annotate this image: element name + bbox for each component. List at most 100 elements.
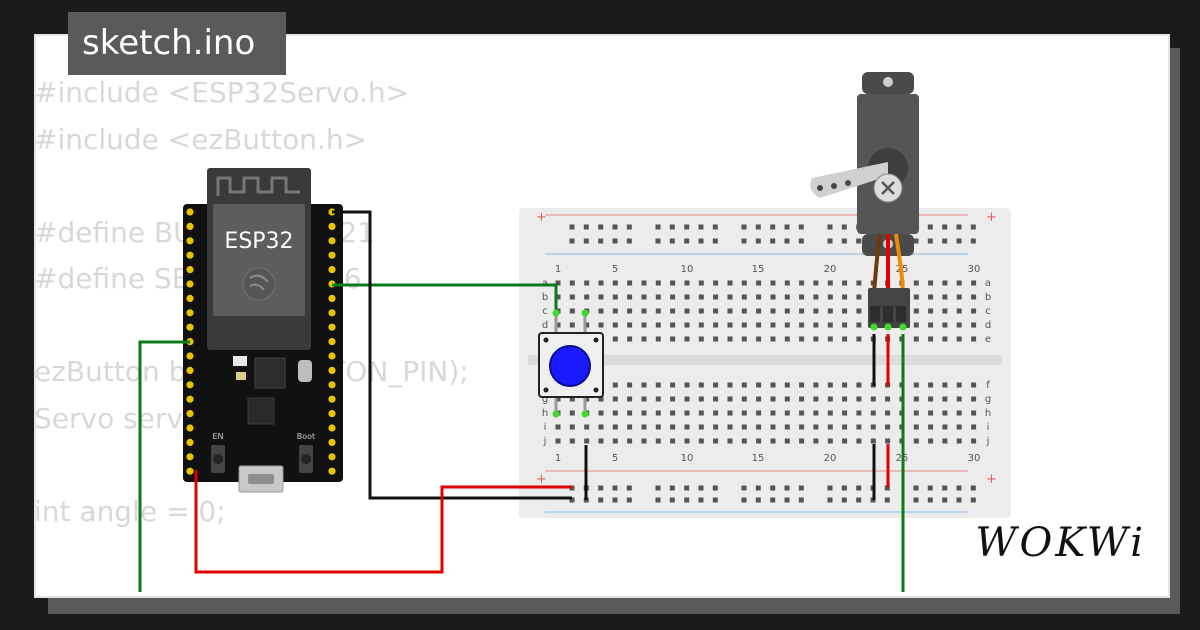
- breadboard-hole: [827, 424, 833, 430]
- breadboard-hole: [655, 322, 661, 328]
- header-pin: [186, 410, 194, 418]
- breadboard-hole: [612, 322, 618, 328]
- breadboard-hole: [713, 396, 719, 402]
- breadboard-hole: [612, 280, 618, 286]
- breadboard-hole: [956, 294, 962, 300]
- column-label: 20: [824, 453, 837, 464]
- breadboard-hole: [885, 396, 891, 402]
- breadboard-hole: [670, 322, 676, 328]
- breadboard-hole: [856, 294, 862, 300]
- breadboard-hole: [770, 322, 776, 328]
- breadboard-hole: [798, 238, 804, 244]
- breadboard-hole: [841, 224, 847, 230]
- breadboard-hole: [927, 497, 933, 503]
- breadboard-hole: [942, 410, 948, 416]
- row-label: g: [542, 394, 548, 405]
- breadboard-hole: [971, 424, 977, 430]
- row-label: b: [542, 292, 548, 303]
- breadboard-hole: [626, 224, 632, 230]
- breadboard-hole: [799, 410, 805, 416]
- esp32-pin-headers: [186, 208, 336, 475]
- breadboard-hole: [612, 308, 618, 314]
- connection-dot: [581, 410, 589, 418]
- row-label: j: [986, 436, 990, 447]
- breadboard-hole: [741, 485, 747, 491]
- breadboard-hole: [942, 497, 948, 503]
- header-pin: [186, 453, 194, 461]
- breadboard-hole: [813, 280, 819, 286]
- breadboard-hole: [971, 336, 977, 342]
- breadboard-hole: [928, 424, 934, 430]
- breadboard-hole: [569, 280, 575, 286]
- breadboard-hole: [627, 438, 633, 444]
- breadboard-hole: [913, 485, 919, 491]
- breadboard-hole: [956, 485, 962, 491]
- breadboard-hole: [584, 438, 590, 444]
- breadboard-hole: [942, 438, 948, 444]
- breadboard-hole: [841, 485, 847, 491]
- en-button-label: EN: [212, 432, 223, 441]
- breadboard-hole: [713, 322, 719, 328]
- breadboard-hole: [655, 497, 661, 503]
- breadboard-hole: [956, 336, 962, 342]
- servo-horn[interactable]: [810, 162, 888, 198]
- breadboard-hole: [655, 396, 661, 402]
- breadboard-hole: [942, 280, 948, 286]
- breadboard-hole: [770, 410, 776, 416]
- breadboard-hole: [655, 238, 661, 244]
- breadboard-hole: [813, 336, 819, 342]
- breadboard-hole: [842, 280, 848, 286]
- servo-motor[interactable]: [810, 72, 919, 331]
- connection-dot: [899, 323, 907, 331]
- breadboard-hole: [713, 280, 719, 286]
- row-label: d: [985, 320, 991, 331]
- button-corner: [593, 387, 599, 393]
- breadboard-hole: [569, 224, 575, 230]
- connection-dot: [552, 309, 560, 317]
- pushbutton[interactable]: [538, 309, 604, 418]
- breadboard-hole: [784, 438, 790, 444]
- esp32-board[interactable]: ESP32 EN Boot: [183, 168, 343, 493]
- wire-black-ground: [332, 210, 572, 500]
- servo-horn-hole: [831, 183, 837, 189]
- breadboard-hole: [770, 294, 776, 300]
- sketch-tab[interactable]: sketch.ino: [68, 12, 286, 75]
- button-corner: [543, 337, 549, 343]
- breadboard-hole: [870, 410, 876, 416]
- breadboard-hole: [555, 322, 561, 328]
- breadboard-hole: [727, 280, 733, 286]
- column-label: 1: [555, 264, 561, 275]
- breadboard-hole: [756, 438, 762, 444]
- breadboard-hole: [713, 382, 719, 388]
- button-cap[interactable]: [549, 345, 591, 387]
- breadboard-hole: [612, 382, 618, 388]
- breadboard-hole: [784, 280, 790, 286]
- breadboard-hole: [698, 238, 704, 244]
- header-pin: [186, 251, 194, 259]
- breadboard-hole: [856, 424, 862, 430]
- breadboard-hole: [942, 224, 948, 230]
- breadboard-hole: [713, 336, 719, 342]
- breadboard-hole: [799, 382, 805, 388]
- breadboard-hole: [913, 336, 919, 342]
- row-label: d: [542, 320, 548, 331]
- breadboard-hole: [942, 336, 948, 342]
- breadboard-hole: [942, 424, 948, 430]
- breadboard-hole: [641, 294, 647, 300]
- breadboard-hole: [827, 224, 833, 230]
- breadboard-hole: [727, 396, 733, 402]
- row-label: c: [985, 306, 991, 317]
- button-corner: [593, 337, 599, 343]
- breadboard-hole: [942, 485, 948, 491]
- breadboard-hole: [856, 322, 862, 328]
- breadboard-hole: [770, 336, 776, 342]
- header-pin: [328, 410, 336, 418]
- breadboard-hole: [669, 497, 675, 503]
- breadboard-hole: [741, 396, 747, 402]
- breadboard-hole: [583, 238, 589, 244]
- breadboard-hole: [712, 224, 718, 230]
- breadboard-hole: [928, 396, 934, 402]
- breadboard-hole: [598, 308, 604, 314]
- header-pin: [328, 251, 336, 259]
- servo-horn-hole: [817, 185, 823, 191]
